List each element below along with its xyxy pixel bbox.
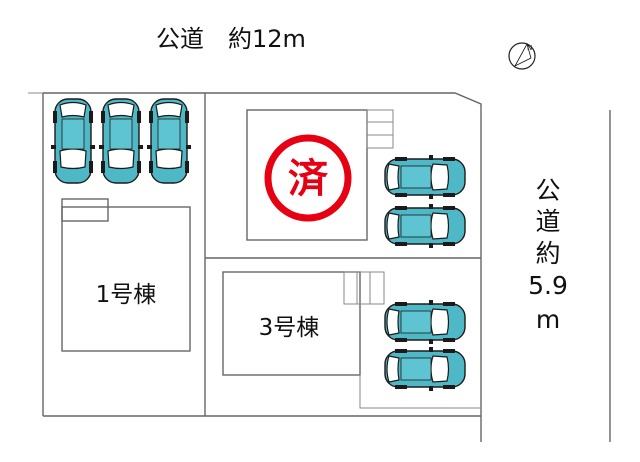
parking-car <box>50 98 96 184</box>
lot-1: 1号棟 <box>50 98 192 352</box>
parking-car <box>384 203 466 249</box>
svg-text:N: N <box>527 44 532 52</box>
site-boundary <box>43 92 482 442</box>
right-road-label: 公 道 約 5.9 m <box>528 176 568 334</box>
lot-3: 3号棟 <box>222 271 481 409</box>
lot-2: 済 <box>246 109 466 249</box>
lot-3-steps <box>343 271 385 305</box>
sold-stamp-text: 済 <box>288 156 329 202</box>
lot-1-label: 1号棟 <box>96 282 157 308</box>
parking-car <box>384 346 466 392</box>
north-arrow-icon: N <box>508 42 536 70</box>
sold-stamp: 済 <box>264 134 352 222</box>
parking-car <box>384 299 466 345</box>
right-road-char: 公 <box>535 176 560 205</box>
lot-1-building <box>61 206 191 352</box>
lot-3-building <box>222 271 361 376</box>
lot-2-building <box>246 109 368 241</box>
lot-3-label: 3号棟 <box>259 315 320 341</box>
top-road-label: 公道 約12m <box>156 25 306 53</box>
lot-3-yard-line <box>359 375 481 409</box>
lot-2-steps <box>366 109 394 149</box>
right-road-char: 道 <box>535 207 560 236</box>
right-road-char: 5.9 <box>528 271 568 300</box>
parking-car <box>98 98 144 184</box>
right-road-char: 約 <box>535 239 560 268</box>
parking-car <box>146 98 192 184</box>
parking-car <box>384 154 466 200</box>
lot-1-porch <box>61 198 109 222</box>
right-road-char: m <box>536 305 560 334</box>
